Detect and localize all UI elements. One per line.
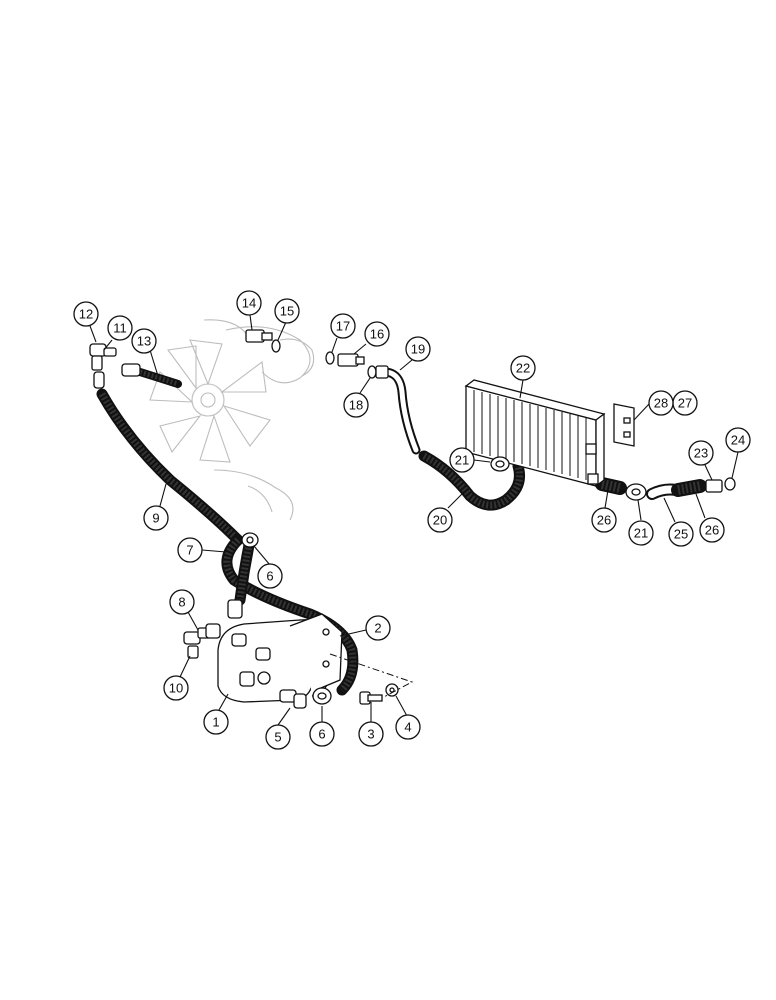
leader-lines [89, 314, 739, 726]
hose-26-left [595, 477, 627, 495]
svg-text:13: 13 [137, 334, 151, 349]
svg-text:16: 16 [370, 327, 384, 342]
callout-13: 13 [131, 328, 157, 354]
o-ring-15 [271, 339, 281, 353]
clamp-21-right [625, 483, 647, 501]
callout-14: 14 [236, 290, 262, 316]
callout-4: 4 [395, 714, 421, 740]
oil-cooler-22 [464, 379, 606, 488]
svg-text:3: 3 [367, 727, 374, 742]
fitting-14 [245, 329, 273, 343]
o-ring-18 [367, 365, 377, 379]
hose-7 [221, 534, 359, 696]
tube-19 [379, 367, 421, 455]
fitting-16 [337, 353, 365, 367]
hose-9 [96, 388, 244, 546]
callout-22: 22 [510, 355, 536, 381]
clamp-6-upper [241, 532, 259, 548]
svg-text:8: 8 [178, 595, 185, 610]
svg-text:28: 28 [654, 396, 668, 411]
svg-text:14: 14 [242, 296, 256, 311]
svg-text:23: 23 [694, 446, 708, 461]
hose-13 [136, 368, 182, 388]
mounting-axis [329, 653, 414, 699]
callout-8: 8 [169, 589, 195, 615]
callout-15: 15 [274, 298, 300, 324]
callout-6-upper: 6 [257, 563, 283, 589]
callout-9: 9 [143, 505, 169, 531]
elbow-fitting-11 [89, 343, 117, 389]
engine-fan-ghost [149, 319, 315, 521]
callout-20: 20 [427, 507, 453, 533]
hose-26-right [671, 479, 707, 497]
svg-text:1: 1 [212, 715, 219, 730]
svg-text:4: 4 [404, 720, 411, 735]
svg-text:10: 10 [169, 681, 183, 696]
callout-1: 1 [203, 709, 229, 735]
svg-text:25: 25 [674, 527, 688, 542]
callout-23: 23 [688, 440, 714, 466]
svg-text:26: 26 [705, 523, 719, 538]
washer-24 [724, 477, 736, 491]
elbow-fitting-5 [279, 689, 307, 709]
nut-19 [375, 365, 389, 379]
svg-text:15: 15 [280, 304, 294, 319]
callout-7: 7 [177, 537, 203, 563]
svg-text:11: 11 [113, 321, 127, 336]
plug-10 [187, 645, 199, 659]
callout-3: 3 [358, 721, 384, 747]
hose-20 [418, 450, 525, 511]
callout-25: 25 [668, 521, 694, 547]
callout-19: 19 [405, 336, 431, 362]
svg-text:24: 24 [731, 433, 745, 448]
callout-6-lower: 6 [309, 721, 335, 747]
svg-text:27: 27 [678, 396, 692, 411]
callout-17: 17 [330, 313, 356, 339]
callout-16: 16 [364, 321, 390, 347]
fitting-pump-hose [227, 599, 243, 619]
svg-text:19: 19 [411, 342, 425, 357]
svg-text:17: 17 [336, 319, 350, 334]
o-ring-17 [325, 351, 335, 365]
svg-text:21: 21 [634, 526, 648, 541]
svg-text:26: 26 [597, 513, 611, 528]
svg-text:22: 22 [516, 361, 530, 376]
callout-26-right: 26 [699, 517, 725, 543]
svg-text:21: 21 [455, 453, 469, 468]
svg-text:7: 7 [186, 543, 193, 558]
svg-text:6: 6 [266, 569, 273, 584]
clamp-6-lower [312, 687, 332, 705]
callout-18: 18 [343, 392, 369, 418]
svg-text:12: 12 [79, 307, 93, 322]
callout-28: 28 [648, 390, 674, 416]
svg-text:2: 2 [374, 621, 381, 636]
hydraulic-pump-1 [217, 613, 343, 703]
svg-text:20: 20 [433, 513, 447, 528]
elbow-fitting-8 [183, 623, 221, 645]
adapter-23 [705, 479, 723, 493]
callout-12: 12 [73, 301, 99, 327]
connector-13 [121, 363, 141, 377]
callout-21-left: 21 [449, 447, 475, 473]
callout-2: 2 [365, 615, 391, 641]
callout-26-left: 26 [591, 507, 617, 533]
washer-4 [385, 683, 399, 697]
svg-text:9: 9 [152, 511, 159, 526]
callout-21-right: 21 [628, 520, 654, 546]
svg-text:18: 18 [349, 398, 363, 413]
callout-27: 27 [672, 390, 698, 416]
callout-24: 24 [725, 427, 751, 453]
clamp-21-left [490, 456, 510, 472]
bracket-27-28 [613, 403, 635, 447]
callout-11: 11 [107, 315, 133, 341]
svg-text:6: 6 [318, 727, 325, 742]
callout-5: 5 [265, 724, 291, 750]
svg-text:5: 5 [274, 730, 281, 745]
callout-10: 10 [163, 675, 189, 701]
